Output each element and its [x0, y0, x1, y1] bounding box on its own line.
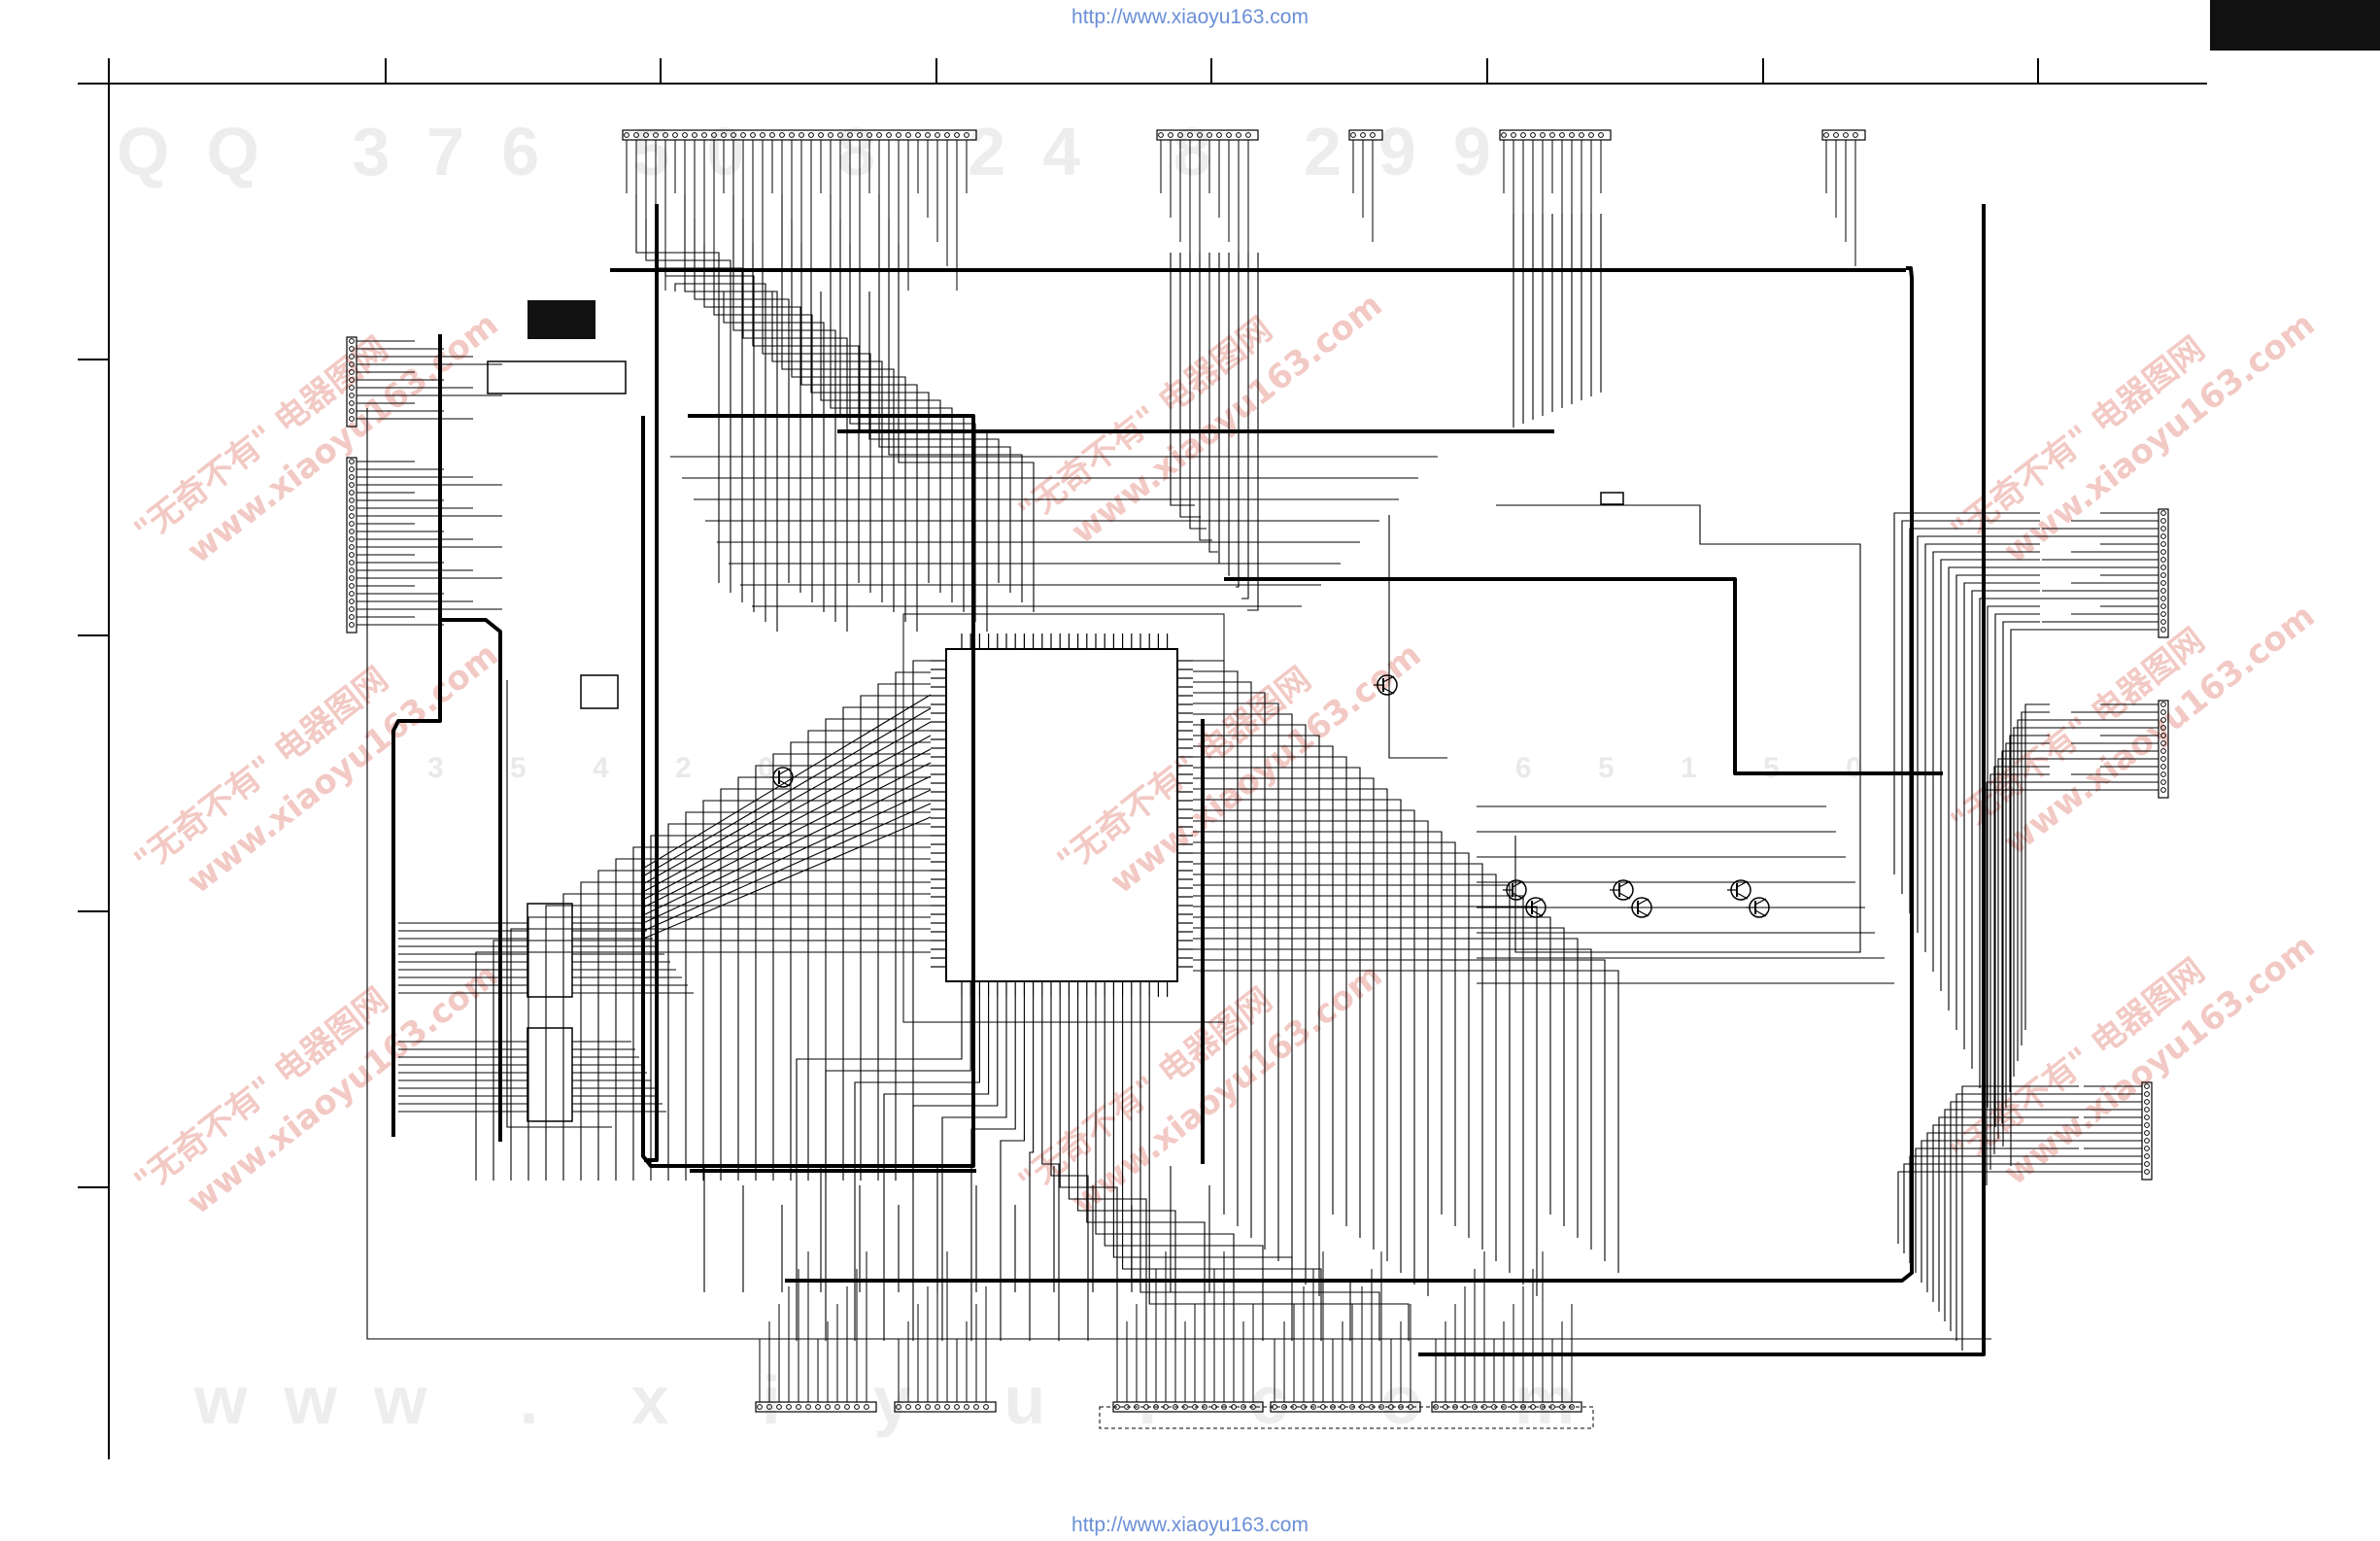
- watermark-mid-right: 6 5 1 5 0: [1515, 752, 1891, 784]
- wiring: [366, 194, 2079, 1351]
- title-box-dark: [527, 300, 595, 339]
- watermark-diag-4: "无奇不有" 电器图网 www.xiaoyu163.com: [1011, 286, 1390, 552]
- footer-url[interactable]: http://www.xiaoyu163.com: [1071, 1514, 1309, 1536]
- svg-text:www.xiaoyu163.com: www.xiaoyu163.com: [1103, 635, 1428, 902]
- ic-buffer-2: [527, 1027, 573, 1122]
- ic-pins-top: [961, 634, 1169, 649]
- ic-pins-right: [1177, 660, 1193, 968]
- ic-regulator: [580, 674, 619, 709]
- page-tab-block: [2210, 0, 2380, 51]
- drawing-frame: [78, 58, 2207, 1459]
- secondary-ics: [527, 492, 1624, 1122]
- svg-text:www.xiaoyu163.com: www.xiaoyu163.com: [1064, 956, 1389, 1222]
- watermark-diag-3: "无奇不有" 电器图网 www.xiaoyu163.com: [127, 956, 506, 1222]
- svg-text:www.xiaoyu163.com: www.xiaoyu163.com: [1996, 305, 2322, 571]
- svg-text:www.xiaoyu163.com: www.xiaoyu163.com: [180, 305, 505, 571]
- svg-text:www.xiaoyu163.com: www.xiaoyu163.com: [1064, 286, 1389, 552]
- svg-text:www.xiaoyu163.com: www.xiaoyu163.com: [180, 956, 505, 1222]
- main-ic: [902, 613, 1225, 1023]
- watermark-qq: QQ 376 50 8 24 8 299: [117, 114, 1528, 189]
- title-block: [487, 300, 627, 394]
- transistors: [769, 674, 1770, 918]
- header-url[interactable]: http://www.xiaoyu163.com: [1071, 6, 1309, 28]
- watermark-diag-1: "无奇不有" 电器图网 www.xiaoyu163.com: [127, 305, 506, 571]
- dashed-connector-frame: [1099, 1406, 1594, 1429]
- ic-pins-bottom: [961, 981, 1169, 997]
- svg-text:www.xiaoyu163.com: www.xiaoyu163.com: [1996, 927, 2322, 1193]
- ic-pins-left: [931, 660, 946, 968]
- title-box-outline: [487, 360, 627, 394]
- watermark-diag-7: "无奇不有" 电器图网 www.xiaoyu163.com: [1944, 305, 2323, 571]
- resistor-top: [1600, 492, 1624, 505]
- watermark-www: www . x i y u . c o m: [193, 1362, 1612, 1438]
- watermark-diag-5: "无奇不有" 电器图网 www.xiaoyu163.com: [1050, 635, 1429, 902]
- svg-text:www.xiaoyu163.com: www.xiaoyu163.com: [1996, 597, 2322, 863]
- ic-buffer-1: [527, 903, 573, 998]
- watermark-diag-9: "无奇不有" 电器图网 www.xiaoyu163.com: [1944, 927, 2323, 1193]
- watermark-mid-left: 3 5 4 2 0: [427, 752, 803, 784]
